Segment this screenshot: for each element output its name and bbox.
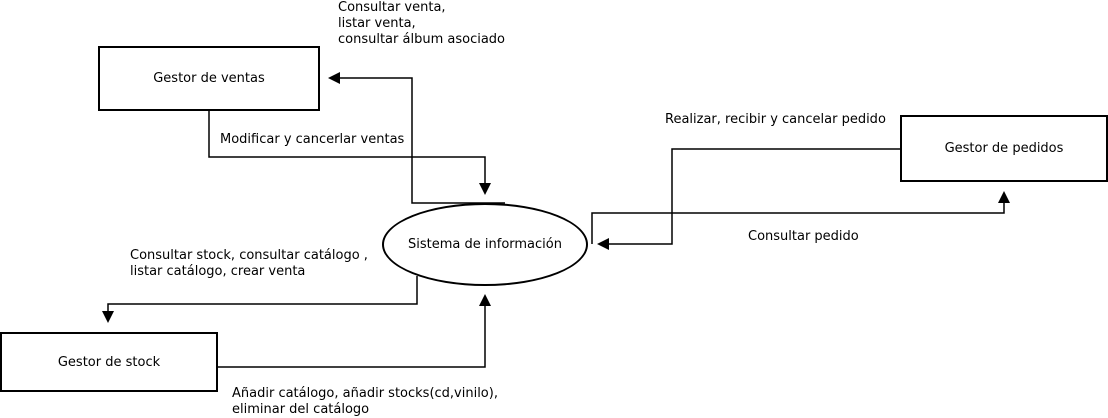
node-gestor-stock: Gestor de stock: [0, 332, 218, 392]
node-sistema-label: Sistema de información: [408, 237, 562, 252]
node-gestor-pedidos-label: Gestor de pedidos: [944, 141, 1064, 156]
node-gestor-pedidos: Gestor de pedidos: [900, 115, 1108, 182]
edge-ventas-modificar: [208, 110, 491, 195]
edge-pedidos-consultar: [591, 191, 1010, 244]
label-pedidos-realizar: Realizar, recibir y cancelar pedido: [665, 112, 886, 127]
edge-stock-anadir: [218, 294, 491, 368]
node-gestor-stock-label: Gestor de stock: [57, 354, 161, 370]
edge-pedidos-realizar: [597, 148, 901, 250]
label-stock-consultar: Consultar stock, consultar catálogo , li…: [130, 248, 368, 279]
label-pedidos-consultar: Consultar pedido: [748, 229, 859, 244]
node-gestor-ventas-label: Gestor de ventas: [153, 71, 265, 86]
node-sistema: Sistema de información: [382, 203, 588, 286]
label-ventas-consultar: Consultar venta, listar venta, consultar…: [338, 0, 505, 47]
edge-ventas-consultar: [328, 72, 505, 204]
node-gestor-ventas: Gestor de ventas: [98, 46, 320, 111]
label-stock-anadir: Añadir catálogo, añadir stocks(cd,vinilo…: [232, 386, 498, 417]
label-ventas-modificar: Modificar y cancerlar ventas: [220, 132, 405, 147]
edge-stock-consultar: [102, 276, 418, 323]
